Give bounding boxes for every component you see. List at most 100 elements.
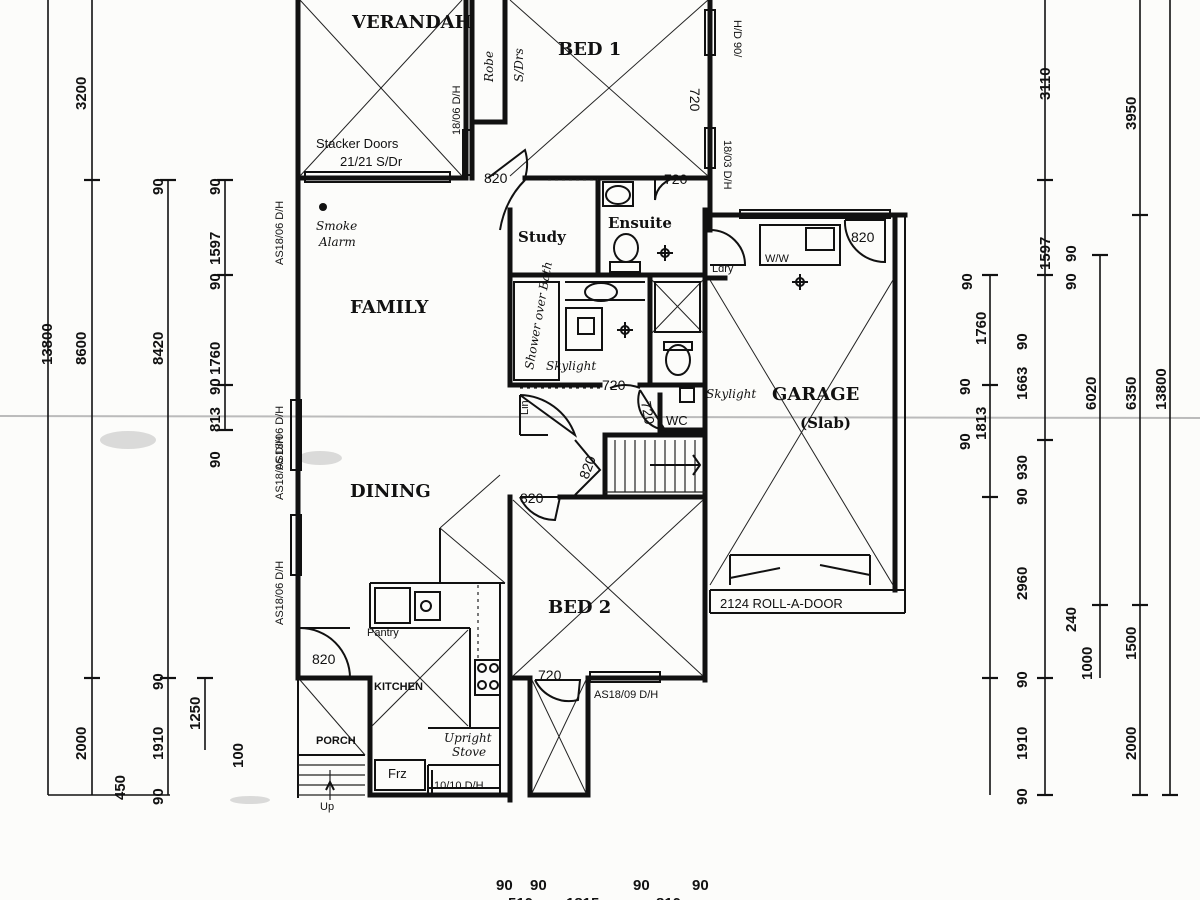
room-label-frz: Frz	[388, 766, 407, 781]
stacker-doors-label: Stacker Doors	[316, 136, 399, 151]
dim-right: 930	[1014, 455, 1031, 480]
smoke-alarm-icon	[319, 203, 327, 211]
dim-left: 90	[207, 378, 224, 395]
dim-left: 8600	[73, 332, 90, 365]
dim-right: 1500	[1123, 627, 1140, 660]
door-size: 720	[664, 171, 688, 187]
dim-right: 90	[1063, 273, 1080, 290]
room-label-bed1: BED 1	[558, 39, 621, 60]
dim-bottom: 90	[530, 877, 547, 894]
light-point-icon	[792, 274, 808, 290]
dim-left: 90	[150, 673, 167, 690]
room-label-ww: W/W	[765, 253, 789, 265]
window-label: AS18/09 D/H	[594, 689, 658, 701]
bath-tub	[513, 281, 560, 381]
dim-left: 813	[207, 407, 224, 432]
walls	[295, 0, 908, 803]
sink	[414, 591, 441, 621]
basin-bath	[584, 282, 618, 302]
dim-right: 90	[1014, 488, 1031, 505]
fixtures	[374, 181, 841, 791]
window-label: 18/06 D/H	[451, 85, 463, 135]
room-diagonals	[299, 0, 894, 794]
light-point-icon	[657, 245, 673, 261]
door-size: 720	[538, 667, 562, 683]
smoke-alarm-label2: Alarm	[318, 235, 356, 249]
window-markers	[290, 9, 891, 683]
dim-left: 90	[207, 178, 224, 195]
dim-right: 3950	[1123, 97, 1140, 130]
dim-right: 90	[1014, 788, 1031, 805]
door-size: 820	[484, 170, 508, 186]
stairs	[298, 440, 705, 800]
room-label-robe-note: S/Drs	[512, 48, 526, 82]
dim-right: 2960	[1014, 567, 1031, 600]
dim-right: 90	[1014, 671, 1031, 688]
toilet-ensuite	[613, 233, 639, 263]
dim-right: 2000	[1123, 727, 1140, 760]
up-label: Up	[320, 801, 334, 813]
shower-base	[565, 307, 603, 351]
dim-left: 90	[150, 788, 167, 805]
dim-right: 90	[957, 433, 974, 450]
dim-bottom: 810	[656, 895, 681, 900]
stair-arrow-icon	[692, 454, 702, 476]
dim-left: 8420	[150, 332, 167, 365]
dim-left: 1910	[150, 727, 167, 760]
dim-left: 1760	[207, 342, 224, 375]
dim-bottom: 510	[508, 895, 533, 900]
room-label-robe: Robe	[482, 51, 496, 83]
dim-right: 1663	[1014, 367, 1031, 400]
symbols	[319, 203, 808, 791]
stacker-doors-size: 21/21 S/Dr	[340, 154, 403, 169]
dim-right: 1597	[1037, 237, 1054, 270]
window-label: AS18/06 D/H	[274, 561, 286, 625]
dim-right: 3110	[1037, 67, 1054, 100]
upright-stove-line2: Stove	[452, 745, 486, 759]
dim-overall-left: 13800	[39, 323, 56, 365]
dim-bottom: 90	[692, 877, 709, 894]
room-label-bed2: BED 2	[548, 597, 611, 618]
dim-overall-right: 13800	[1153, 368, 1170, 410]
up-arrow-icon	[325, 779, 335, 791]
basin-ensuite	[605, 185, 631, 205]
door-size: 720	[602, 377, 626, 393]
smoke-alarm-label1: Smoke	[316, 219, 357, 233]
room-label-ensuite: Ensuite	[608, 214, 672, 232]
dim-left: 90	[207, 273, 224, 290]
dim-right: 1000	[1079, 647, 1096, 680]
light-point-icon	[617, 322, 633, 338]
room-label-verandah: VERANDAH	[351, 12, 472, 33]
dim-right: 1910	[1014, 727, 1031, 760]
window-label: 10/10 D/H	[434, 780, 484, 792]
door-size: 820	[312, 651, 336, 667]
dim-bottom: 90	[633, 877, 650, 894]
door-size: 720	[638, 400, 658, 426]
dim-left: 1250	[187, 697, 204, 730]
dim-left: 1597	[207, 232, 224, 265]
skylight-icon	[679, 387, 695, 403]
skylight-icon	[577, 317, 595, 335]
scan-smudges	[0, 415, 1200, 804]
room-label-lin: Lin	[519, 400, 531, 415]
door-swings	[299, 148, 886, 703]
dim-right: 90	[1063, 245, 1080, 262]
room-label-wc: WC	[666, 413, 688, 428]
dim-right: 1760	[973, 312, 990, 345]
dim-right: 240	[1063, 607, 1080, 632]
dim-left: 90	[207, 451, 224, 468]
room-label-ldry: Ldry	[712, 263, 734, 275]
stove	[474, 659, 501, 696]
room-label-dining: DINING	[350, 481, 431, 502]
window-label: AS18/06 D/H	[274, 201, 286, 265]
door-size: 820	[576, 453, 599, 481]
dim-right: 1813	[973, 407, 990, 440]
window-label: H/D 90/	[731, 20, 743, 58]
dim-bottom: 90	[496, 877, 513, 894]
window-label: 18/03 D/H	[721, 140, 733, 190]
door-size: 820	[520, 490, 544, 506]
dim-right: 90	[1014, 333, 1031, 350]
shower-ensuite	[654, 281, 701, 333]
laundry-tub	[805, 227, 835, 251]
